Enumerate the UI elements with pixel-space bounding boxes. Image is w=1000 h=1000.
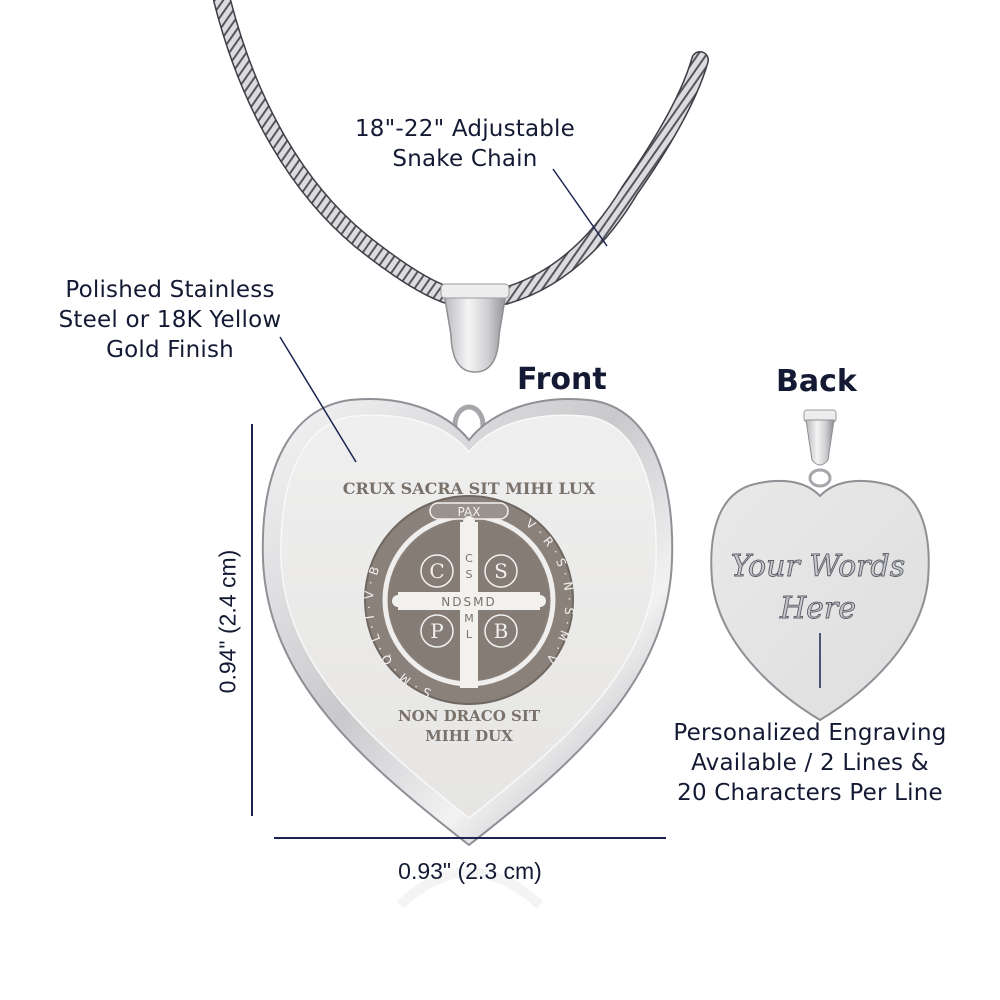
medal-quadrant-s: S bbox=[494, 559, 508, 583]
medal-quadrant-b: B bbox=[494, 619, 509, 643]
medal-vertical-2: S bbox=[466, 568, 473, 581]
medal-vertical-1: C bbox=[465, 552, 473, 565]
finish-label-line3: Gold Finish bbox=[106, 337, 234, 363]
chain-label-line2: Snake Chain bbox=[392, 146, 538, 172]
back-heading: Back bbox=[776, 364, 857, 399]
engraving-label-line2: Available / 2 Lines & bbox=[691, 750, 929, 776]
finish-label-line2: Steel or 18K Yellow bbox=[58, 307, 282, 333]
medal-quadrant-p: P bbox=[430, 619, 443, 643]
medal-pax: PAX bbox=[458, 505, 481, 519]
chain-label-line1: 18"-22" Adjustable bbox=[354, 116, 576, 142]
width-dimension-line bbox=[274, 837, 666, 839]
back-engraving-line1: Your Words bbox=[731, 549, 905, 584]
saint-benedict-medal: PAX V · R · S · N · S · M · V S · M · Q … bbox=[362, 495, 575, 705]
front-top-inscription: CRUX SACRA SIT MIHI LUX bbox=[343, 479, 596, 498]
front-bottom-inscription-line2: MIHI DUX bbox=[425, 727, 513, 745]
front-heading: Front bbox=[517, 362, 607, 397]
engraving-label: Personalized Engraving Available / 2 Lin… bbox=[655, 718, 965, 808]
medal-quadrant-c: C bbox=[429, 559, 444, 583]
finish-label: Polished Stainless Steel or 18K Yellow G… bbox=[40, 275, 300, 365]
back-engraving-line2: Here bbox=[779, 591, 856, 626]
chain-leader-line bbox=[552, 168, 608, 247]
engraving-label-line1: Personalized Engraving bbox=[673, 720, 947, 746]
engraving-label-line3: 20 Characters Per Line bbox=[677, 780, 943, 806]
width-dimension-label: 0.93" (2.3 cm) bbox=[398, 858, 542, 884]
medal-vertical-5: L bbox=[466, 628, 473, 641]
height-dimension-line bbox=[251, 424, 253, 816]
chain-label: 18"-22" Adjustable Snake Chain bbox=[330, 114, 600, 174]
finish-leader-line bbox=[279, 336, 357, 463]
height-dimension-label: 0.94" (2.4 cm) bbox=[214, 549, 241, 694]
front-bottom-inscription-line1: NON DRACO SIT bbox=[398, 707, 541, 725]
medal-horizontal: NDSMD bbox=[441, 595, 496, 609]
medal-vertical-4: M bbox=[464, 612, 474, 625]
finish-label-line1: Polished Stainless bbox=[65, 277, 275, 303]
